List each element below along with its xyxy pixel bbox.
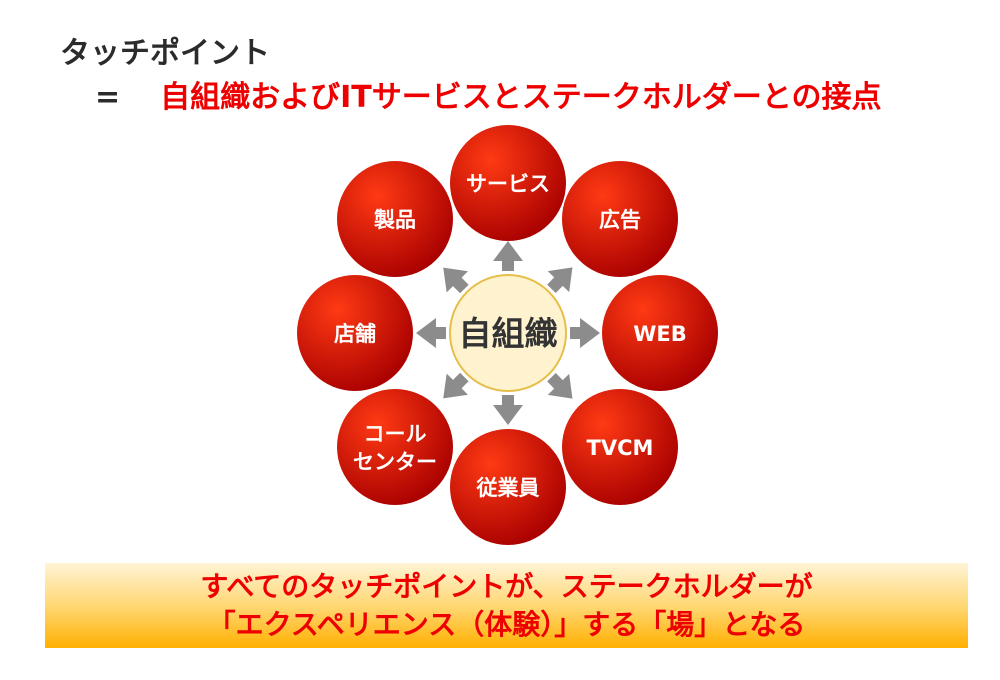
node-circle [297, 275, 413, 391]
arrow-callcenter [443, 372, 469, 399]
arrows-group [416, 241, 600, 425]
banner-line-2: 「エクスペリエンス（体験）」する「場」となる [207, 607, 806, 641]
node-circle [337, 389, 453, 505]
arrow-web [570, 318, 600, 348]
conclusion-banner: すべてのタッチポイントが、ステークホルダーが 「エクスペリエンス（体験）」する「… [45, 563, 968, 648]
node-circle [562, 389, 678, 505]
arrow-service [493, 241, 523, 271]
node-label: 従業員 [476, 476, 540, 500]
center-node: 自組織 [449, 274, 567, 392]
node-service: サービス [450, 125, 566, 241]
heading: タッチポイント [60, 36, 270, 71]
equals-symbol: = [95, 80, 121, 115]
arrow-product [443, 267, 469, 294]
node-web: WEB [602, 275, 718, 391]
node-label: WEB [633, 322, 687, 346]
node-label: センター [353, 450, 437, 474]
arrow-tvcm [547, 373, 573, 399]
center-circle [449, 274, 567, 392]
arrow-ad [547, 267, 573, 293]
node-circle [602, 275, 718, 391]
node-circle [562, 161, 678, 277]
node-label: 製品 [373, 208, 416, 232]
node-circle [450, 429, 566, 545]
node-label: コール [364, 422, 427, 446]
node-circle [450, 125, 566, 241]
node-label: サービス [466, 172, 550, 196]
node-label: TVCM [587, 436, 654, 460]
node-employee: 従業員 [450, 429, 566, 545]
arrow-store [416, 318, 446, 348]
banner-line-1: すべてのタッチポイントが、ステークホルダーが [200, 569, 813, 603]
arrow-employee [493, 395, 523, 425]
node-tvcm: TVCM [562, 389, 678, 505]
node-product: 製品 [337, 161, 453, 277]
definition-text: 自組織およびITサービスとステークホルダーとの接点 [160, 80, 882, 115]
node-store: 店舗 [297, 275, 413, 391]
definition-line: = 自組織およびITサービスとステークホルダーとの接点 [95, 72, 881, 116]
node-label: 広告 [599, 208, 641, 232]
node-circle [337, 161, 453, 277]
node-label: 店舗 [334, 322, 376, 346]
center-label: 自組織 [459, 314, 558, 353]
node-ad: 広告 [562, 161, 678, 277]
